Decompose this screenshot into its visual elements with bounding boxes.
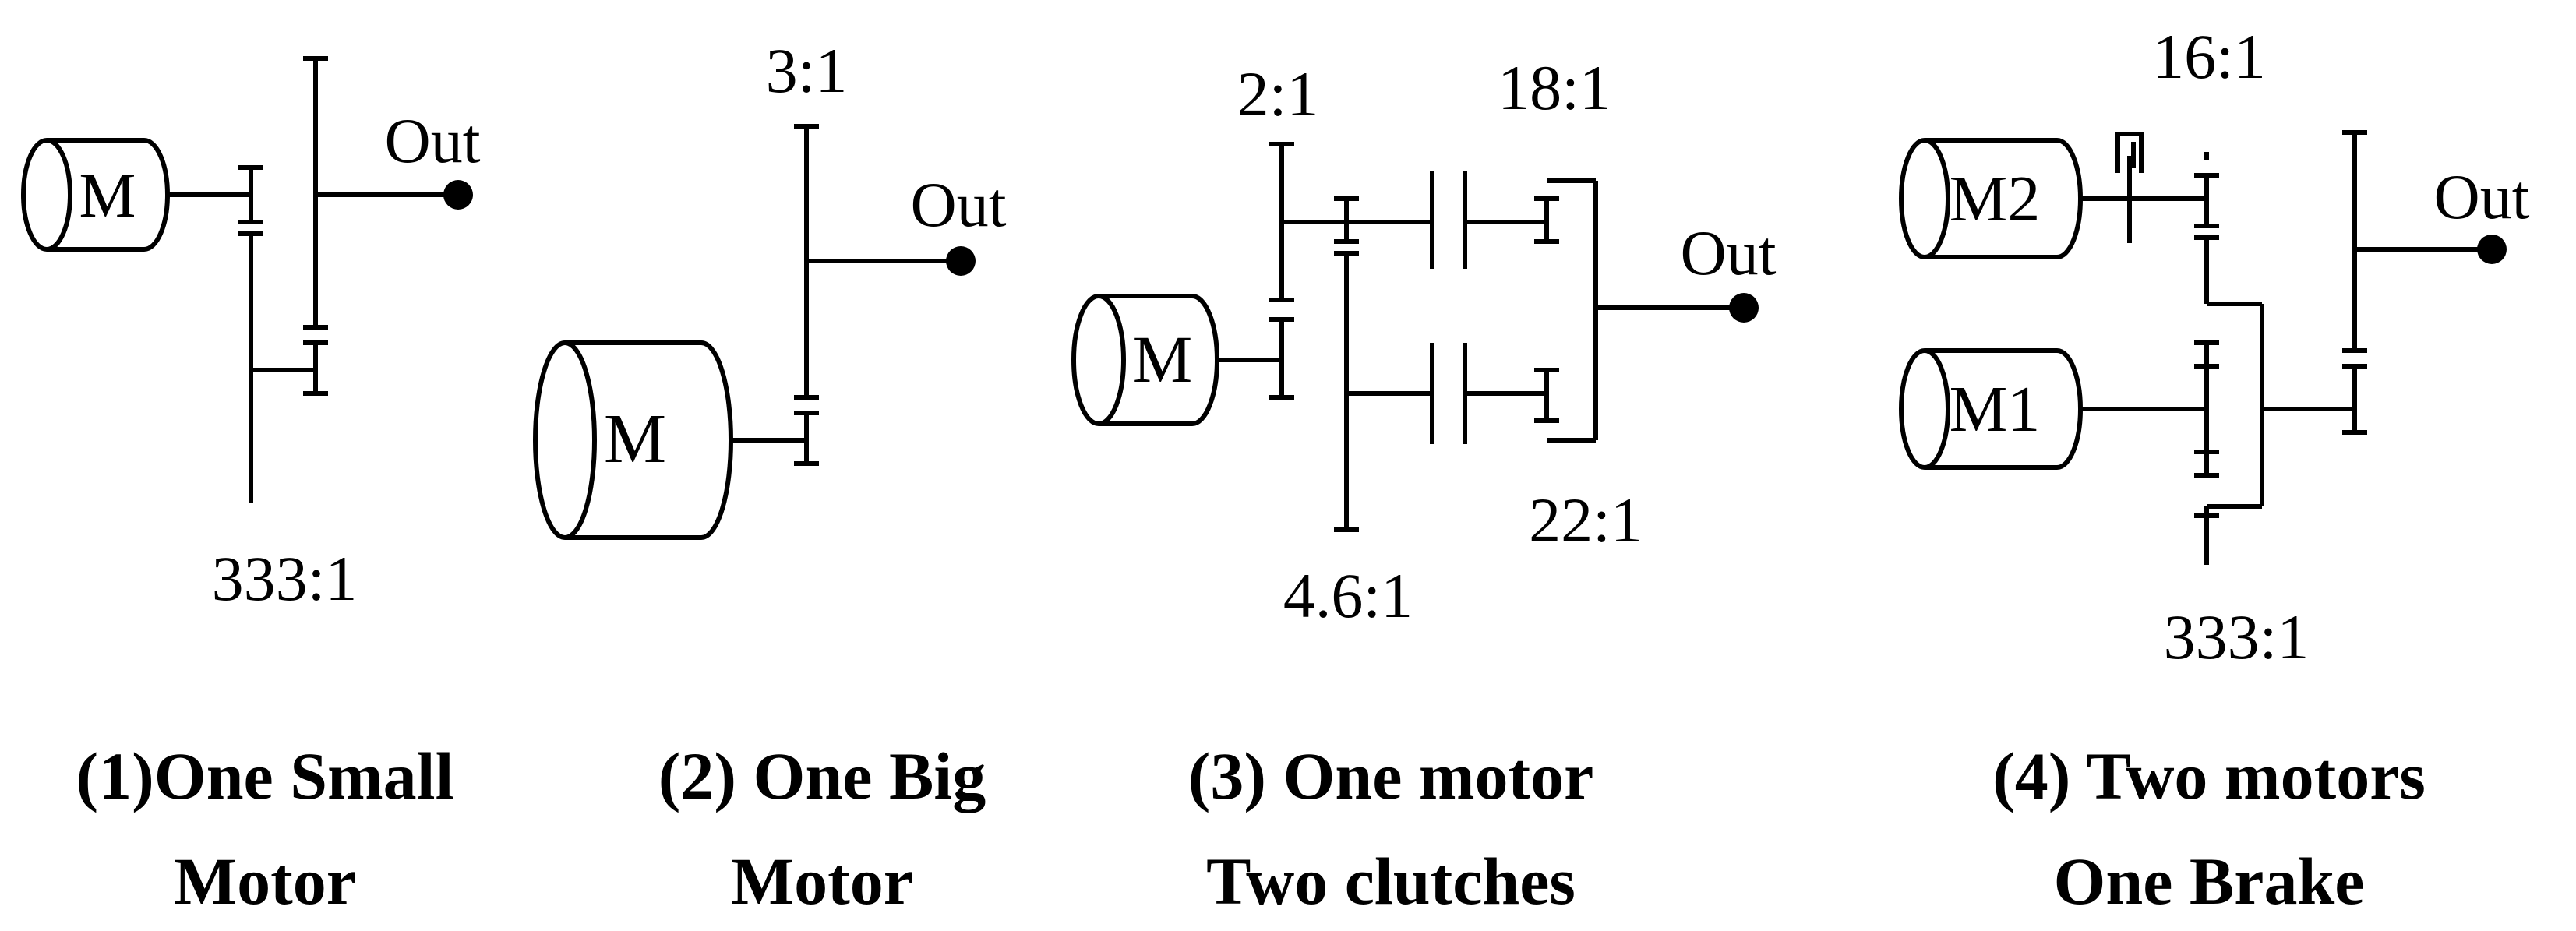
caption-2-line-2: Motor <box>731 844 913 919</box>
motor-m2: M2 <box>1899 138 2083 259</box>
output-label: Out <box>385 105 481 176</box>
gear-ratio-label: 22:1 <box>1529 485 1643 555</box>
motor-small: M <box>21 138 170 252</box>
gear-ratio-label: 2:1 <box>1237 58 1319 129</box>
caption-3-line-1: (3) One motor <box>1188 739 1594 813</box>
gear-train-3 <box>1217 142 1759 532</box>
gear-ratio-label: 333:1 <box>212 543 358 614</box>
caption-1-line-2: Motor <box>174 844 356 919</box>
motor-label: M <box>604 400 666 478</box>
caption-3-line-2: Two clutches <box>1206 844 1576 919</box>
config-2-one-big-motor: M 3:1 Out <box>533 35 1007 540</box>
config-1-one-small-motor: M Out 333:1 <box>21 56 481 614</box>
output-node <box>2477 235 2507 264</box>
motor-label: M <box>79 160 136 231</box>
motor-clutch: M <box>1071 294 1219 426</box>
caption-4-line-1: (4) Two motors <box>1992 739 2426 813</box>
output-label: Out <box>911 169 1007 240</box>
caption-4-line-2: One Brake <box>2054 844 2365 919</box>
output-node <box>946 246 976 276</box>
output-node <box>1729 293 1759 323</box>
output-label: Out <box>2434 161 2530 232</box>
caption-2-line-1: (2) One Big <box>658 739 986 813</box>
gear-ratio-label: 16:1 <box>2152 21 2266 92</box>
gear-ratio-label: 333:1 <box>2164 601 2310 672</box>
gear-ratio-label: 3:1 <box>766 35 848 106</box>
captions: (1)One Small Motor (2) One Big Motor (3)… <box>76 739 2426 919</box>
brake <box>2115 132 2144 243</box>
gear-ratio-label: 4.6:1 <box>1283 560 1413 631</box>
output-label: Out <box>1681 217 1777 288</box>
output-node <box>443 180 473 210</box>
motor-label: M1 <box>1950 373 2041 446</box>
gear-train-4 <box>2080 130 2507 565</box>
motor-label: M2 <box>1950 163 2041 235</box>
gear-train-1 <box>168 56 473 503</box>
config-4-two-motors-one-brake: M2 M1 <box>1899 21 2530 672</box>
motor-big: M <box>533 340 733 540</box>
gear-ratio-label: 18:1 <box>1498 52 1611 123</box>
motor-label: M <box>1133 322 1192 397</box>
config-3-one-motor-two-clutches: M <box>1071 52 1777 631</box>
gear-train-2 <box>731 124 976 466</box>
caption-1-line-1: (1)One Small <box>76 739 454 813</box>
motor-m1: M1 <box>1899 348 2083 470</box>
